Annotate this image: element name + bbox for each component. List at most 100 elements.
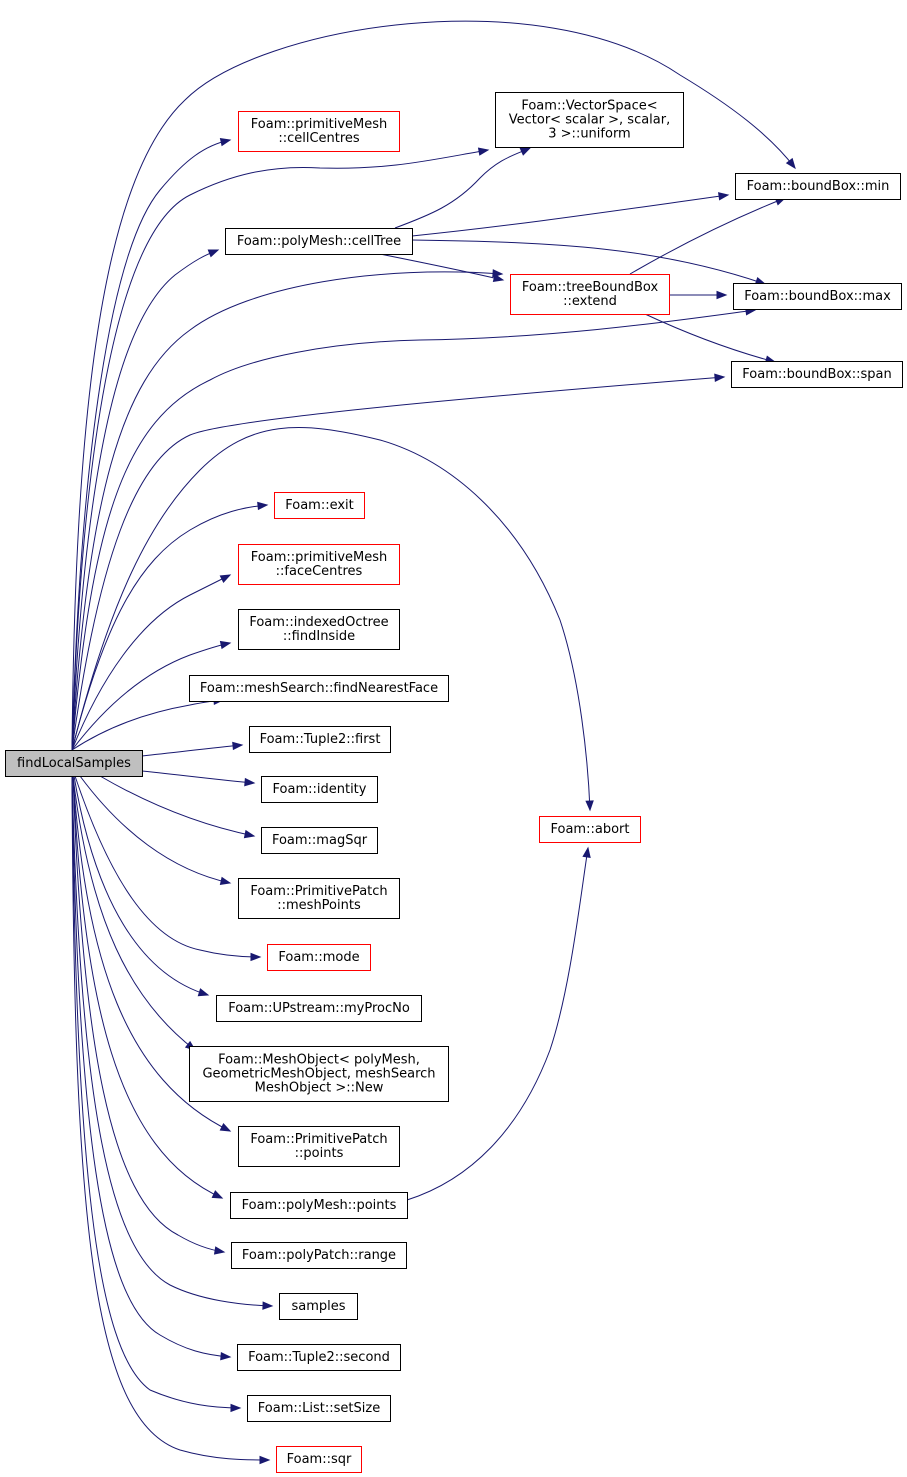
node-label: Vector< scalar >, scalar, [509, 113, 671, 128]
node-polyCellTree[interactable]: Foam::polyMesh::cellTree [225, 228, 413, 255]
node-label: Foam::polyMesh::points [242, 1198, 397, 1213]
node-box [539, 816, 641, 843]
node-bbMax[interactable]: Foam::boundBox::max [733, 283, 902, 310]
arrowhead [232, 741, 244, 751]
edge-root-to-exit [71, 501, 269, 751]
node-exit[interactable]: Foam::exit [274, 492, 365, 519]
edge-polyCellTree-to-vectorUniform [394, 147, 532, 229]
arrowhead [243, 829, 256, 839]
node-label: Foam::identity [273, 782, 367, 797]
node-cellCentres[interactable]: Foam::primitiveMesh::cellCentres [238, 111, 400, 152]
node-box [238, 609, 400, 650]
node-box [238, 1126, 400, 1167]
node-label: 3 >::uniform [548, 127, 630, 142]
node-box [230, 1192, 408, 1219]
node-box [5, 750, 143, 777]
edge-treeExtend-to-bbMax [669, 290, 728, 300]
edge-root-to-identity [141, 770, 256, 787]
node-label: Foam::Tuple2::second [248, 1350, 390, 1365]
edge-root-to-faceCentres [71, 574, 232, 751]
node-findNearestFace[interactable]: Foam::meshSearch::findNearestFace [189, 675, 449, 702]
node-label: Foam::VectorSpace< [521, 99, 657, 114]
node-box [231, 1242, 407, 1269]
edge-root-to-meshObjectNew [72, 775, 197, 1051]
node-label: Foam::primitiveMesh [251, 117, 387, 132]
node-myProcNo[interactable]: Foam::UPstream::myProcNo [216, 995, 422, 1022]
node-box [495, 92, 684, 148]
node-box [735, 173, 901, 200]
arrowhead [785, 157, 796, 170]
node-label: Foam::meshSearch::findNearestFace [200, 681, 438, 696]
node-magSqr[interactable]: Foam::magSqr [261, 827, 378, 854]
node-root[interactable]: findLocalSamples [5, 750, 143, 777]
node-faceCentres[interactable]: Foam::primitiveMesh::faceCentres [238, 544, 400, 585]
node-bbSpan[interactable]: Foam::boundBox::span [731, 361, 903, 388]
node-mode[interactable]: Foam::mode [267, 944, 371, 971]
arrowhead [519, 147, 532, 156]
edge-root-to-sqr [71, 775, 271, 1465]
node-setSize[interactable]: Foam::List::setSize [247, 1395, 391, 1422]
node-bbMin[interactable]: Foam::boundBox::min [735, 173, 901, 200]
node-tupleSecond[interactable]: Foam::Tuple2::second [237, 1344, 401, 1371]
node-box [267, 944, 371, 971]
node-label: ::cellCentres [278, 131, 360, 146]
node-label: ::faceCentres [276, 564, 363, 579]
node-box [733, 283, 902, 310]
node-label: Foam::treeBoundBox [522, 280, 659, 295]
edge-treeExtend-to-bbSpan [644, 313, 777, 364]
edge-root-to-setSize [71, 775, 242, 1413]
node-label: Foam::PrimitivePatch [250, 1132, 387, 1147]
node-label: ::points [295, 1146, 344, 1161]
node-box [238, 878, 400, 919]
node-label: Foam::primitiveMesh [251, 550, 387, 565]
node-samples[interactable]: samples [279, 1293, 358, 1320]
edge-root-to-polyCellTree [71, 249, 220, 751]
edge-root-to-findNearestFace [71, 696, 225, 751]
node-vectorUniform[interactable]: Foam::VectorSpace<Vector< scalar >, scal… [495, 92, 684, 148]
node-box [247, 1395, 391, 1422]
node-treeExtend[interactable]: Foam::treeBoundBox::extend [510, 274, 670, 315]
edge-root-to-mode [74, 775, 262, 962]
node-meshObjectNew[interactable]: Foam::MeshObject< polyMesh,GeometricMesh… [189, 1046, 449, 1102]
arrowhead [716, 290, 728, 300]
node-label: Foam::boundBox::max [744, 289, 891, 304]
node-identity[interactable]: Foam::identity [261, 776, 378, 803]
arrowhead [585, 800, 594, 812]
arrowhead [220, 1351, 232, 1361]
node-sqr[interactable]: Foam::sqr [276, 1446, 362, 1473]
node-label: findLocalSamples [17, 756, 131, 771]
arrowhead [219, 574, 232, 584]
node-box [261, 827, 378, 854]
edge-root-to-bbMin [71, 20, 796, 751]
node-range[interactable]: Foam::polyPatch::range [231, 1242, 407, 1269]
arrowhead [492, 273, 505, 282]
node-box [238, 111, 400, 152]
arrowhead [250, 952, 262, 962]
arrowhead [213, 1246, 226, 1255]
edge-polyCellTree-to-bbMin [411, 192, 730, 237]
node-box [274, 492, 365, 519]
edge-root-to-tupleSecond [71, 775, 232, 1361]
node-box [261, 776, 378, 803]
node-abort[interactable]: Foam::abort [539, 816, 641, 843]
node-label: Foam::UPstream::myProcNo [228, 1001, 410, 1016]
node-polyPoints[interactable]: Foam::polyMesh::points [230, 1192, 408, 1219]
edge-polyCellTree-to-treeExtend [379, 253, 505, 282]
node-meshPoints[interactable]: Foam::PrimitivePatch::meshPoints [238, 878, 400, 919]
node-label: samples [291, 1299, 345, 1314]
node-box [276, 1446, 362, 1473]
arrowhead [714, 373, 726, 382]
node-label: MeshObject >::New [255, 1081, 384, 1096]
node-label: ::meshPoints [277, 898, 361, 913]
node-findInside[interactable]: Foam::indexedOctree::findInside [238, 609, 400, 650]
arrowhead [582, 846, 591, 859]
edge-root-to-findInside [71, 640, 232, 751]
node-tupleFirst[interactable]: Foam::Tuple2::first [249, 726, 391, 753]
arrowhead [197, 988, 210, 997]
node-box [189, 1046, 449, 1102]
node-patchPoints[interactable]: Foam::PrimitivePatch::points [238, 1126, 400, 1167]
edge-root-to-bbSpan [71, 373, 726, 751]
node-label: ::findInside [283, 629, 355, 644]
edge-root-to-cellCentres [71, 137, 232, 751]
